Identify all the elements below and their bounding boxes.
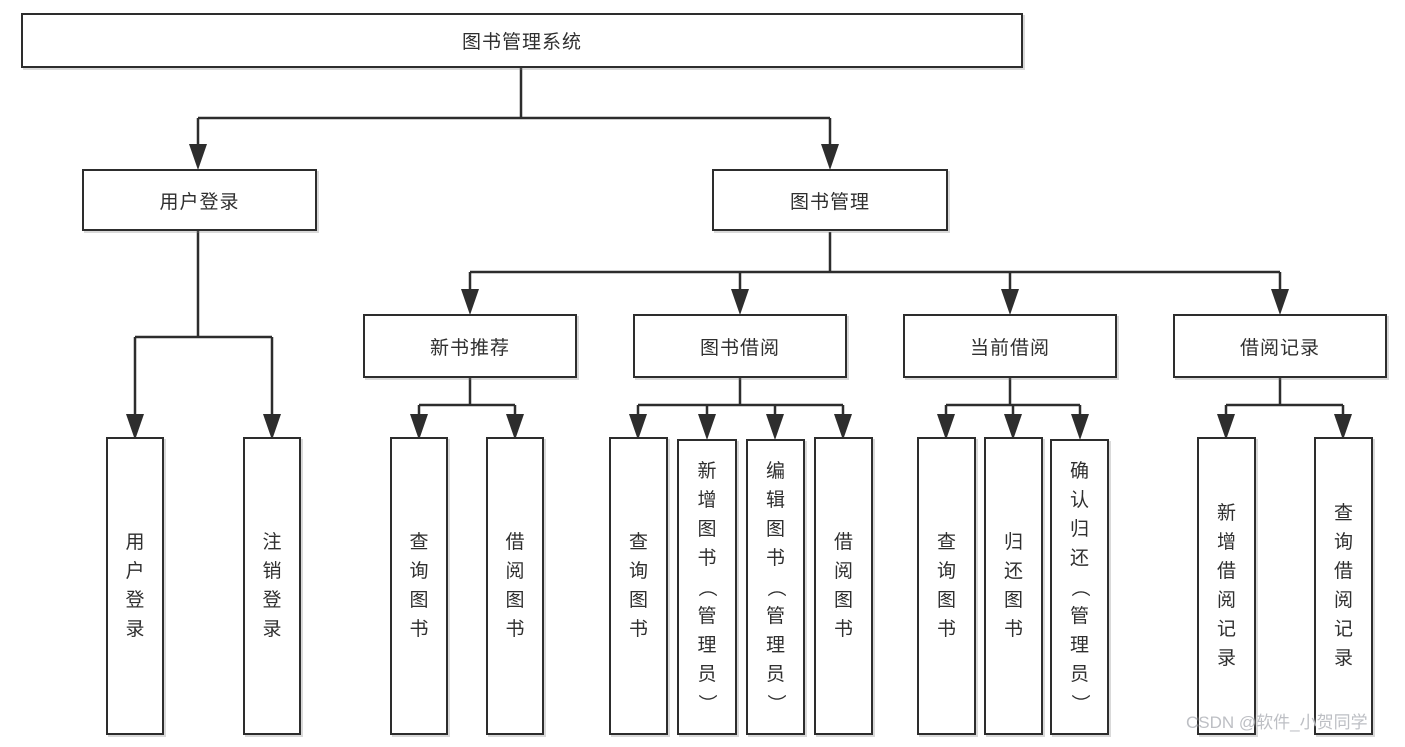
node-return-books: 归还图书 [984, 437, 1043, 735]
node-current-borrowing: 当前借阅 [903, 314, 1117, 378]
node-borrow-books-leaf: 借阅图书 [814, 437, 873, 735]
node-confirm-return-admin: 确认归还（管理员） [1050, 439, 1109, 735]
node-book-borrowing: 图书借阅 [633, 314, 847, 378]
node-edit-books-admin: 编辑图书（管理员） [746, 439, 805, 735]
node-root-library-system: 图书管理系统 [21, 13, 1023, 68]
node-query-borrow-record: 查询借阅记录 [1314, 437, 1373, 735]
node-user-login-leaf: 用户登录 [106, 437, 164, 735]
node-borrow-books-recommend: 借阅图书 [486, 437, 544, 735]
connector-segments [133, 68, 1345, 416]
csdn-watermark: CSDN @软件_小贺同学 [1186, 713, 1368, 732]
node-book-management: 图书管理 [712, 169, 948, 231]
arrowhead-down-icons [126, 144, 1352, 440]
node-user-login: 用户登录 [82, 169, 317, 231]
node-query-books-current: 查询图书 [917, 437, 976, 735]
node-add-borrow-record: 新增借阅记录 [1197, 437, 1256, 735]
node-logout: 注销登录 [243, 437, 301, 735]
node-borrowing-records: 借阅记录 [1173, 314, 1387, 378]
node-query-books-recommend: 查询图书 [390, 437, 448, 735]
node-query-books-borrowing: 查询图书 [609, 437, 668, 735]
node-add-books-admin: 新增图书（管理员） [677, 439, 737, 735]
node-new-book-recommend: 新书推荐 [363, 314, 577, 378]
